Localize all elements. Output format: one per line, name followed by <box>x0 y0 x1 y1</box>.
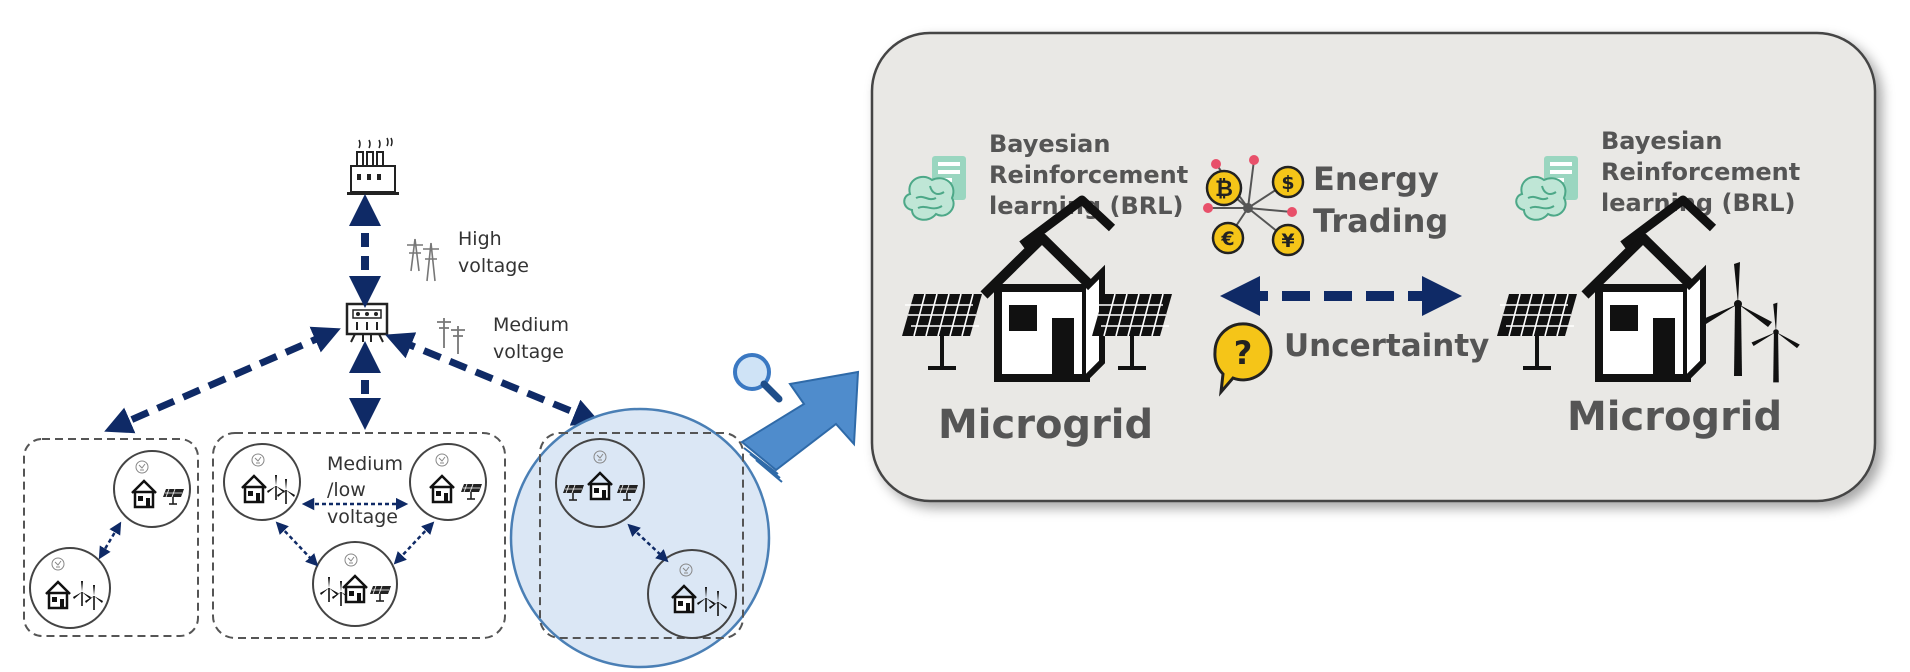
energy-trading-icon: ₿ $ € ¥ <box>1203 155 1305 257</box>
medium-voltage-pole-icon <box>437 318 465 354</box>
zoom-pointer-stripes <box>743 447 783 483</box>
power-grid-section: High voltage Medium voltage <box>23 137 860 669</box>
svg-text:¥: ¥ <box>1281 230 1294 252</box>
cluster1-node-a <box>113 450 191 528</box>
cluster3-link-arrow <box>627 523 669 563</box>
svg-text:$: $ <box>1281 172 1294 194</box>
bitcoin-coin-icon: ₿ <box>1205 169 1243 207</box>
microgrid-cluster-3 <box>539 432 744 639</box>
cluster2-node-b <box>409 443 487 521</box>
magnifier-icon <box>733 353 783 403</box>
highlight-magnifier-circle <box>509 407 771 669</box>
cluster2-node-a <box>223 443 301 521</box>
uncertainty-icon: ? <box>1213 322 1273 397</box>
high-voltage-tower-icon <box>407 238 439 282</box>
energy-trading-label: Energy Trading <box>1313 160 1450 240</box>
cluster3-node-b <box>647 549 737 639</box>
svg-text:?: ? <box>1234 334 1253 372</box>
microgrid-cluster-1 <box>23 438 199 637</box>
cluster1-node-b <box>29 547 111 629</box>
power-plant-icon <box>347 137 399 195</box>
cluster1-link-arrow <box>98 521 122 560</box>
uncertainty-label: Uncertainty <box>1284 328 1489 364</box>
microgrid-label-right: Microgrid <box>1567 394 1782 440</box>
microgrid-label-left: Microgrid <box>938 402 1153 448</box>
microgrid-cluster-2 <box>212 432 506 639</box>
medium-low-voltage-label: Medium /low voltage <box>327 453 409 528</box>
svg-text:€: € <box>1220 228 1234 250</box>
cluster3-node-a <box>555 438 645 528</box>
substation-cluster3-arrow <box>385 332 601 426</box>
panel-background <box>870 31 1877 503</box>
zoomed-microgrid-panel: Bayesian Reinforcement learning (BRL) Mi… <box>870 31 1877 503</box>
yen-coin-icon: ¥ <box>1271 223 1305 257</box>
high-voltage-label: High voltage <box>458 228 529 277</box>
substation-cluster1-arrow <box>104 326 341 434</box>
zoom-pointer-arrow <box>740 370 860 472</box>
cluster2-node-c <box>312 541 398 627</box>
brl-label-left: Bayesian Reinforcement learning (BRL) <box>989 130 1197 220</box>
substation-icon <box>345 302 389 343</box>
cluster2-link-ac <box>275 521 319 567</box>
dollar-coin-icon: $ <box>1271 165 1305 199</box>
svg-text:₿: ₿ <box>1215 177 1233 202</box>
euro-coin-icon: € <box>1211 221 1245 255</box>
medium-voltage-label: Medium voltage <box>493 314 575 363</box>
cluster2-link-bc <box>393 521 435 565</box>
